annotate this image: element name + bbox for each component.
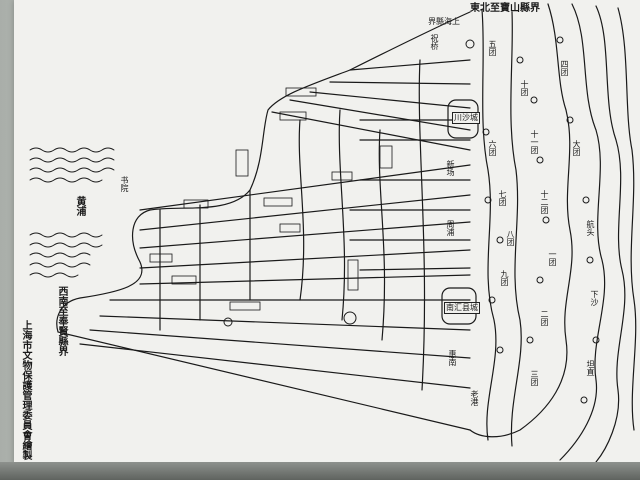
seawall-2 xyxy=(510,11,522,447)
town-label: 十团 xyxy=(520,80,529,96)
town-label: 一团 xyxy=(548,250,557,266)
sea-waves xyxy=(29,147,115,278)
river-band-3 xyxy=(617,7,637,431)
nanhui-label: 南汇县城 xyxy=(444,302,480,314)
town-label: 二团 xyxy=(540,310,549,326)
town-label: 大团 xyxy=(572,140,581,156)
town-label: 七团 xyxy=(498,190,507,206)
town-label: 八团 xyxy=(506,230,515,246)
town-label: 书院 xyxy=(120,176,129,192)
boundary-north-label: 界縣海上 xyxy=(428,17,460,26)
town-label: 老港 xyxy=(470,390,479,406)
town-label: 祝桥 xyxy=(430,34,439,50)
town-label: 四团 xyxy=(560,60,569,76)
east-coastline xyxy=(469,3,573,438)
town-label: 航头 xyxy=(586,220,595,236)
town-label: 九团 xyxy=(500,270,509,286)
map-title: 東北至寶山縣界 xyxy=(470,3,540,14)
town-label: 坦直 xyxy=(586,360,595,376)
bottom-shadow xyxy=(0,462,640,480)
river-band-1 xyxy=(559,3,606,461)
credit-text: 上海市文物保護管理委員會繪製 xyxy=(20,320,31,460)
town-label: 十一团 xyxy=(530,130,539,154)
peninsula-outline xyxy=(56,11,471,431)
town-label: 惠南 xyxy=(448,350,457,366)
river-band-2 xyxy=(595,5,626,463)
town-label: 十二团 xyxy=(540,190,549,214)
sea-label: 黄浦 xyxy=(74,196,85,216)
town-label: 五团 xyxy=(488,40,497,56)
chuansha-label: 川沙城 xyxy=(452,112,480,124)
town-label: 六团 xyxy=(488,140,497,156)
southwest-boundary-label: 西南至奉賢縣界 xyxy=(56,286,67,356)
town-label: 周浦 xyxy=(446,220,455,236)
town-label: 下沙 xyxy=(590,290,599,306)
seawall xyxy=(481,9,497,441)
town-label: 新场 xyxy=(446,160,455,176)
town-label: 三团 xyxy=(530,370,539,386)
